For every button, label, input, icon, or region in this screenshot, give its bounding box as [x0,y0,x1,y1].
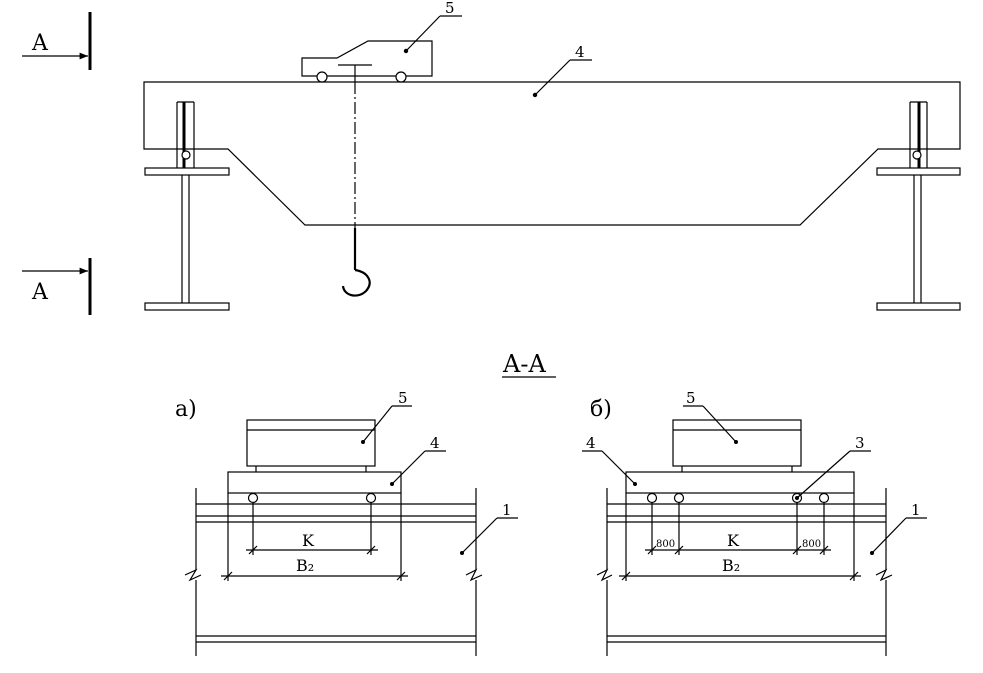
svg-text:4: 4 [430,434,440,452]
trolley-wheel-right [395,71,407,83]
section-title: A-A [502,350,556,378]
section-mark-bottom: A [22,258,92,315]
dim-800-right: 800 [802,539,821,550]
section-mark-top: A [22,12,92,70]
bridge-girder [143,81,961,226]
left-column [144,101,230,311]
dim-800-left: 800 [656,539,675,550]
svg-text:3: 3 [855,434,865,452]
leader-4-top: 4 [532,43,592,98]
crane-elevation: 5 4 [143,0,961,311]
svg-text:A-A: A-A [502,350,546,378]
svg-text:1: 1 [911,501,921,519]
svg-text:5: 5 [445,0,455,17]
dim-k-b: K [727,531,740,550]
svg-text:5: 5 [686,389,696,407]
hook-icon [341,268,371,297]
variant-b-label: б) [590,397,612,422]
section-letter-bottom: A [31,280,49,305]
right-column [876,101,961,311]
svg-text:1: 1 [502,501,512,519]
svg-text:4: 4 [586,434,596,452]
variant-a: а) K B₂ [175,389,518,656]
leader-5-top: 5 [405,0,462,52]
trolley-body [301,40,433,77]
svg-text:4: 4 [575,43,585,61]
dim-b2-a: B₂ [296,556,314,575]
svg-text:5: 5 [398,389,408,407]
section-letter-top: A [31,31,49,56]
dim-b2-b: B₂ [722,556,740,575]
variant-b: б) 800 K 80 [582,389,927,656]
trolley-wheel-left [316,71,328,83]
dim-k-a: K [302,531,315,550]
variant-a-label: а) [175,397,197,422]
